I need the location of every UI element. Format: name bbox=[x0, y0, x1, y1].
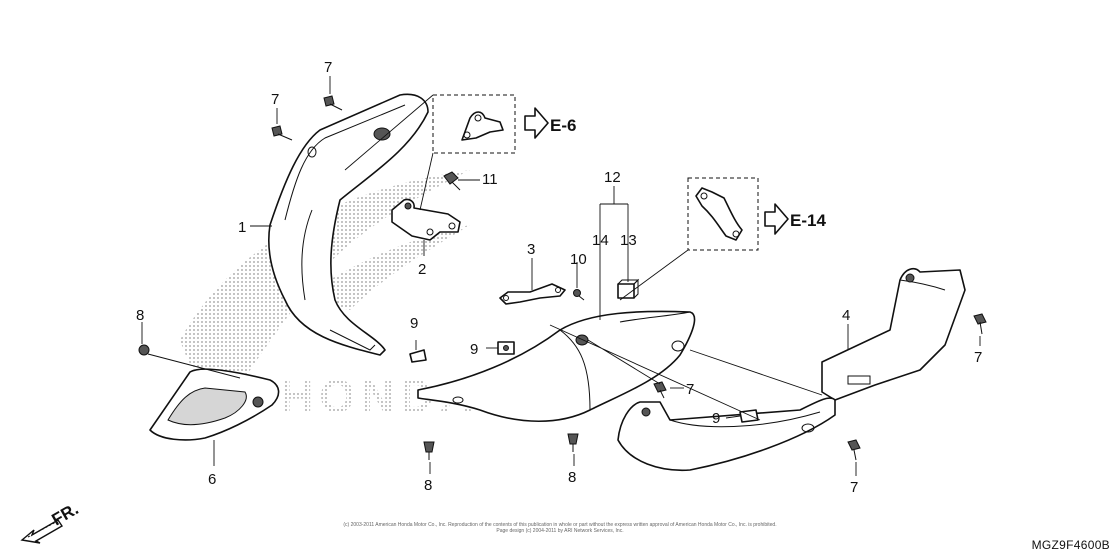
callout-13: 13 bbox=[620, 232, 637, 249]
callout-9: 9 bbox=[470, 341, 478, 358]
callout-7: 7 bbox=[686, 381, 694, 398]
fastener-8-a bbox=[138, 344, 241, 379]
fastener-7-e bbox=[847, 439, 861, 461]
clip-9-a bbox=[409, 349, 427, 363]
e14-detail-box: E-14 bbox=[687, 177, 826, 251]
callout-9: 9 bbox=[410, 315, 418, 332]
fastener-7-b bbox=[271, 125, 293, 141]
callout-8: 8 bbox=[424, 477, 432, 494]
copyright-notice: (c) 2003-2011 American Honda Motor Co., … bbox=[300, 522, 820, 534]
clip-9-b bbox=[497, 341, 515, 355]
callout-1: 1 bbox=[238, 219, 246, 236]
e6-detail-box: E-6 bbox=[432, 94, 576, 154]
part-10-screw bbox=[573, 289, 585, 301]
callout-7: 7 bbox=[974, 349, 982, 366]
leader-lines bbox=[141, 76, 981, 476]
callout-11: 11 bbox=[482, 171, 498, 188]
callout-6: 6 bbox=[208, 471, 216, 488]
fastener-8-b bbox=[423, 441, 435, 460]
callout-14: 14 bbox=[592, 232, 609, 249]
callout-9: 9 bbox=[712, 410, 720, 427]
callout-7: 7 bbox=[850, 479, 858, 496]
callout-10: 10 bbox=[570, 251, 587, 268]
part-14-under-cowl bbox=[417, 310, 696, 422]
part-1-inner-cowl bbox=[267, 93, 429, 356]
fastener-8-c bbox=[567, 433, 579, 452]
ref-e14: E-14 bbox=[790, 211, 826, 230]
copyright-line-1: (c) 2003-2011 American Honda Motor Co., … bbox=[343, 522, 777, 528]
callout-2: 2 bbox=[418, 261, 426, 278]
part-2-bracket bbox=[391, 198, 461, 241]
front-arrow-icon: FR. bbox=[20, 499, 82, 544]
callout-3: 3 bbox=[527, 241, 535, 258]
fastener-7-a bbox=[323, 95, 343, 111]
callout-7: 7 bbox=[324, 59, 332, 76]
fastener-7-d bbox=[653, 381, 667, 399]
fastener-7-c bbox=[973, 313, 987, 335]
copyright-line-2: Page design (c) 2004-2011 by ARI Network… bbox=[496, 528, 624, 534]
part-4-rear-cowl bbox=[821, 267, 966, 401]
callout-8: 8 bbox=[568, 469, 576, 486]
part-5-lower-cowl bbox=[617, 397, 836, 472]
catalog-code: MGZ9F4600B bbox=[1031, 538, 1110, 552]
ref-e6: E-6 bbox=[550, 116, 576, 135]
part-11-bolt bbox=[443, 171, 461, 191]
part-3-stay bbox=[499, 283, 566, 305]
callout-7: 7 bbox=[271, 91, 279, 108]
callout-8: 8 bbox=[136, 307, 144, 324]
part-6-duct bbox=[149, 368, 280, 441]
callout-12: 12 bbox=[604, 169, 621, 186]
callout-4: 4 bbox=[842, 307, 850, 324]
